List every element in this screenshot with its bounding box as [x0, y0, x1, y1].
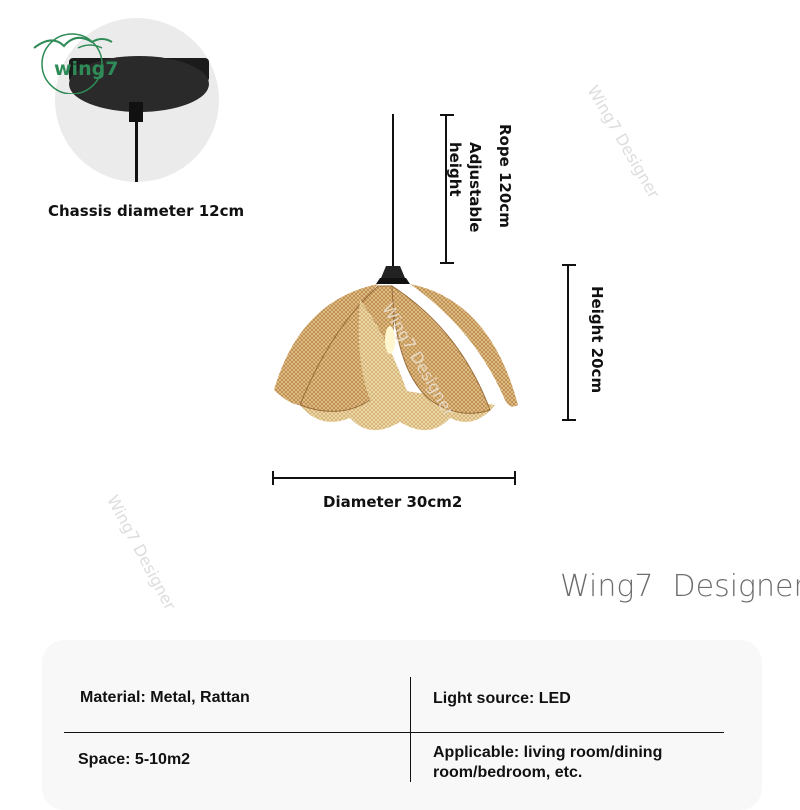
brand-logo: wing7 — [32, 28, 118, 98]
diameter-label: Diameter 30cm2 — [323, 493, 463, 511]
chassis-canopy-icon — [69, 56, 209, 182]
spec-applicable-line1: Applicable: living room/dining — [433, 744, 663, 761]
rattan-lamp-image — [274, 114, 518, 431]
spec-panel — [42, 640, 762, 810]
chassis-label: Chassis diameter 12cm — [48, 202, 245, 220]
adjustable-label-line1: Adjustable — [466, 142, 484, 233]
spec-light-source: Light source: LED — [433, 690, 571, 707]
chassis-photo — [55, 18, 219, 182]
spec-material: Material: Metal, Rattan — [80, 689, 250, 706]
watermark: Wing7 Designer — [103, 492, 180, 614]
spec-applicable-line2: room/bedroom, etc. — [433, 764, 583, 781]
watermark: Wing7 Designer — [583, 82, 664, 202]
spec-space: Space: 5-10m2 — [78, 751, 191, 768]
rope-length-label: Rope 120cm — [496, 124, 514, 228]
spec-divider-vertical — [410, 677, 411, 782]
corner-watermark: Wing7 Designer — [560, 569, 800, 604]
height-label: Height 20cm — [588, 286, 606, 394]
spec-divider-horizontal — [64, 732, 724, 733]
adjustable-label-line2: height — [446, 142, 464, 197]
logo-text: wing7 — [54, 58, 119, 80]
